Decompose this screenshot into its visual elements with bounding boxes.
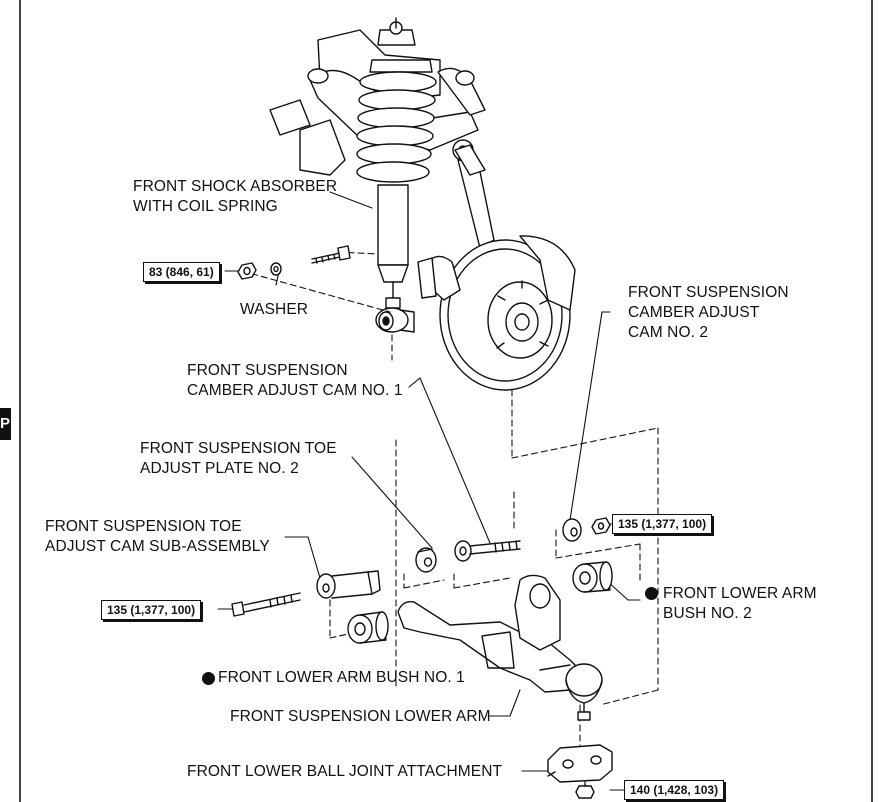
label-shock-absorber-line-2: WITH COIL SPRING bbox=[133, 198, 278, 215]
camber-cam-2-part bbox=[562, 517, 611, 542]
assembly-dashes bbox=[241, 251, 659, 785]
label-toe-cam-sub-line-1: FRONT SUSPENSION TOE bbox=[45, 518, 242, 535]
label-camber-cam-2-line-3: CAM NO. 2 bbox=[628, 324, 709, 341]
lower-arm-part bbox=[397, 574, 583, 693]
label-camber-cam-1: FRONT SUSPENSION CAMBER ADJUST CAM NO. 1 bbox=[187, 361, 403, 401]
ball-joint-part bbox=[565, 663, 603, 721]
torque-cam-no2-nut: 135 (1,377, 100) bbox=[612, 514, 713, 534]
label-toe-cam-sub: FRONT SUSPENSION TOE ADJUST CAM SUB-ASSE… bbox=[45, 517, 270, 557]
ball-joint-attachment-part bbox=[547, 744, 613, 783]
toe-cam-long-bolt bbox=[231, 592, 301, 617]
label-lower-arm-bush-2-line-2: BUSH NO. 2 bbox=[663, 605, 752, 622]
label-washer: WASHER bbox=[240, 301, 309, 318]
torque-ball-joint-nut: 140 (1,428, 103) bbox=[624, 780, 725, 800]
label-camber-cam-2-line-2: CAMBER ADJUST bbox=[628, 304, 760, 321]
coil-spring bbox=[356, 17, 437, 183]
label-lower-arm-bush-2: FRONT LOWER ARM BUSH NO. 2 bbox=[663, 584, 817, 624]
shock-body bbox=[375, 184, 415, 333]
lower-arm-bush-1-part bbox=[347, 611, 389, 644]
camber-cam-1-bolt bbox=[454, 540, 521, 562]
torque-toe-cam-bolt: 135 (1,377, 100) bbox=[101, 600, 202, 620]
section-tab: P bbox=[0, 408, 11, 440]
torque-shock-bolt: 83 (846, 61) bbox=[143, 262, 220, 282]
label-toe-plate-2-line-1: FRONT SUSPENSION TOE bbox=[140, 440, 337, 457]
brake-disc bbox=[417, 235, 576, 391]
ball-joint-nut-part bbox=[575, 783, 595, 799]
lower-arm-bush-2-part bbox=[572, 561, 613, 593]
label-camber-cam-1-line-1: FRONT SUSPENSION bbox=[187, 362, 348, 379]
bullet-dot-bush-2 bbox=[645, 587, 658, 600]
toe-plate-2-part bbox=[415, 547, 437, 573]
label-toe-cam-sub-line-2: ADJUST CAM SUB-ASSEMBLY bbox=[45, 538, 270, 555]
label-camber-cam-2-line-1: FRONT SUSPENSION bbox=[628, 284, 789, 301]
label-lower-arm-bush-1: FRONT LOWER ARM BUSH NO. 1 bbox=[218, 669, 465, 686]
label-shock-absorber: FRONT SHOCK ABSORBER WITH COIL SPRING bbox=[133, 177, 337, 217]
label-camber-cam-2: FRONT SUSPENSION CAMBER ADJUST CAM NO. 2 bbox=[628, 283, 789, 343]
label-camber-cam-1-line-2: CAMBER ADJUST CAM NO. 1 bbox=[187, 382, 403, 399]
label-ball-joint-attachment: FRONT LOWER BALL JOINT ATTACHMENT bbox=[187, 763, 503, 780]
label-lower-arm: FRONT SUSPENSION LOWER ARM bbox=[230, 708, 491, 725]
section-tab-letter: P bbox=[0, 415, 11, 432]
label-toe-plate-2: FRONT SUSPENSION TOE ADJUST PLATE NO. 2 bbox=[140, 439, 337, 479]
bullet-dot-bush-1 bbox=[202, 672, 215, 685]
shock-hardware bbox=[237, 245, 351, 280]
label-lower-arm-bush-2-line-1: FRONT LOWER ARM bbox=[663, 585, 817, 602]
knuckle-arm bbox=[454, 144, 495, 249]
label-shock-absorber-line-1: FRONT SHOCK ABSORBER bbox=[133, 178, 338, 195]
label-toe-plate-2-line-2: ADJUST PLATE NO. 2 bbox=[140, 460, 299, 477]
toe-cam-sub-part bbox=[316, 570, 381, 599]
